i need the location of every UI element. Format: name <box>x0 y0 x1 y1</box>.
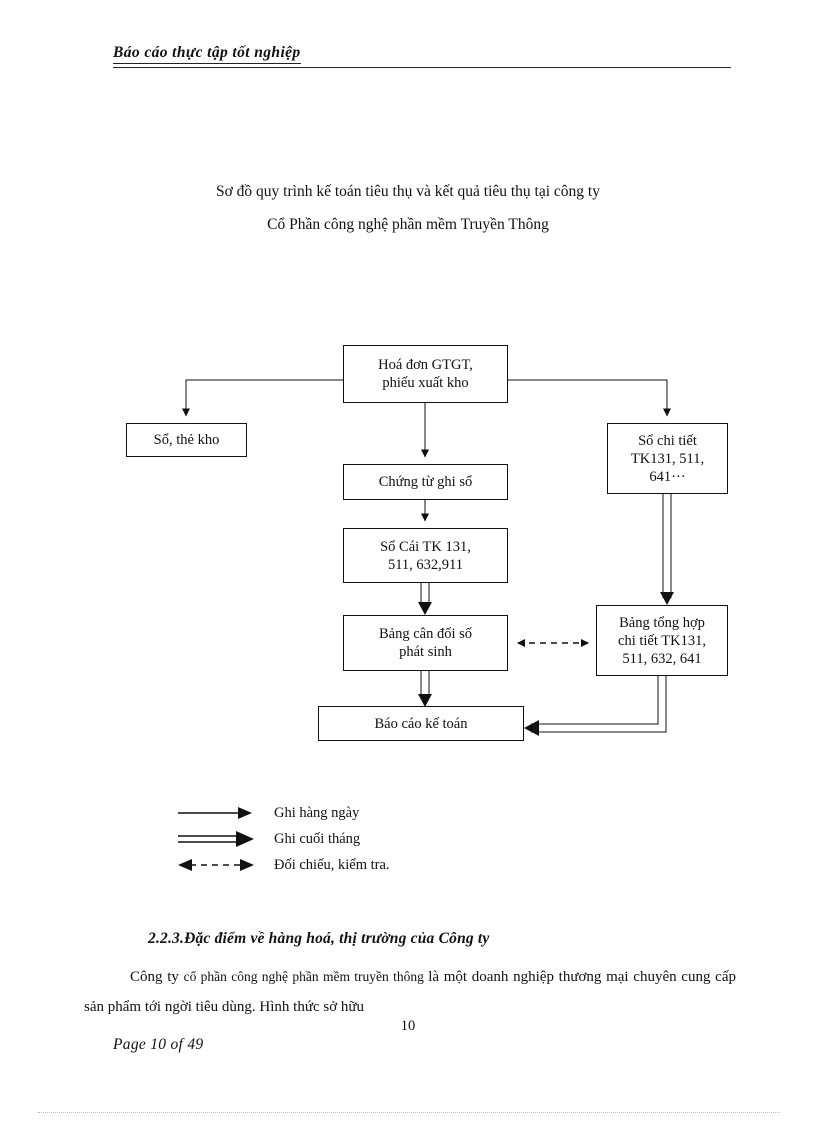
section-heading: 2.2.3.Đặc điểm về hàng hoá, thị trường c… <box>148 930 490 947</box>
dashed-double-arrow-icon <box>176 855 258 875</box>
flow-node-voucher: Chứng từ ghi sổ <box>343 464 508 500</box>
legend-label-monthly: Ghi cuối tháng <box>274 830 361 847</box>
flow-node-invoice-line-2: phiếu xuất kho <box>382 375 469 391</box>
flow-node-trial-balance: Bảng cân đối số phát sinh <box>343 615 508 671</box>
legend-label-reconcile: Đối chiếu, kiểm tra. <box>274 856 390 873</box>
page-number: 10 <box>400 1018 416 1034</box>
flow-node-warehouse-card: Sổ, thẻ kho <box>126 423 247 457</box>
flow-node-report-line-1: Báo cáo kế toán <box>374 715 468 732</box>
flow-node-summary-line-3: 511, 632, 641 <box>622 650 702 667</box>
flow-node-detail-line-1: Sổ chi tiết <box>638 432 697 449</box>
flow-node-warehouse-line-1: Sổ, thẻ kho <box>153 432 220 448</box>
single-arrow-icon <box>176 803 258 823</box>
bottom-rule <box>38 1112 780 1113</box>
flow-node-detail-line-2: TK131, 511, <box>630 450 705 467</box>
body-paragraph-part-3: là một doanh nghiệp thương mại chuyên cu… <box>84 969 736 1015</box>
flow-node-accounting-report: Báo cáo kế toán <box>318 706 524 741</box>
legend-label-daily: Ghi hàng ngày <box>274 804 360 821</box>
flow-node-summary-line-1: Bảng tổng hợp <box>619 614 705 631</box>
figure-title-line-1: Sơ đồ quy trình kế toán tiêu thụ và kết … <box>215 183 600 200</box>
flow-node-ledger-line-1: Sổ Cái TK 131, <box>380 538 471 555</box>
flow-node-ledger-line-2: 511, 632,911 <box>387 556 464 573</box>
body-paragraph-part-2: cổ phần công nghệ phần mềm truyền thông <box>183 969 429 984</box>
flow-node-detail-line-3: 641··· <box>649 468 686 485</box>
flow-node-invoice: Hoá đơn GTGT, phiếu xuất kho <box>343 345 508 403</box>
double-line-arrow-icon <box>176 829 258 849</box>
legend-row-reconcile: Đối chiếu, kiểm tra. <box>176 852 506 878</box>
running-header: Báo cáo thực tập tốt nghiệp <box>113 44 731 68</box>
flow-node-summary-line-2: chi tiết TK131, <box>618 632 706 649</box>
flow-node-balance-line-2: phát sinh <box>399 644 452 660</box>
legend-row-daily: Ghi hàng ngày <box>176 800 506 826</box>
figure-title: Sơ đồ quy trình kế toán tiêu thụ và kết … <box>108 175 708 241</box>
flow-node-detail-ledger: Sổ chi tiết TK131, 511, 641··· <box>607 423 728 494</box>
figure-title-line-2: Cổ Phần công nghệ phần mềm Truyền Thông <box>267 216 549 233</box>
footer-page-of: Page 10 of 49 <box>113 1036 204 1053</box>
body-paragraph: Công ty cổ phần công nghệ phần mềm truyề… <box>84 962 736 1022</box>
flow-node-balance-line-1: Bảng cân đối số <box>378 626 473 642</box>
flow-node-detail-summary: Bảng tổng hợp chi tiết TK131, 511, 632, … <box>596 605 728 676</box>
flowchart-legend: Ghi hàng ngày Ghi cuối tháng Đối chi <box>176 800 506 878</box>
flow-node-general-ledger: Sổ Cái TK 131, 511, 632,911 <box>343 528 508 583</box>
flow-node-voucher-line-1: Chứng từ ghi sổ <box>378 474 473 490</box>
body-paragraph-part-1: Công ty <box>130 969 184 985</box>
flow-node-invoice-line-1: Hoá đơn GTGT, <box>378 357 473 373</box>
header-rule <box>113 66 731 68</box>
header-title: Báo cáo thực tập tốt nghiệp <box>113 44 301 64</box>
legend-row-monthly: Ghi cuối tháng <box>176 826 506 852</box>
